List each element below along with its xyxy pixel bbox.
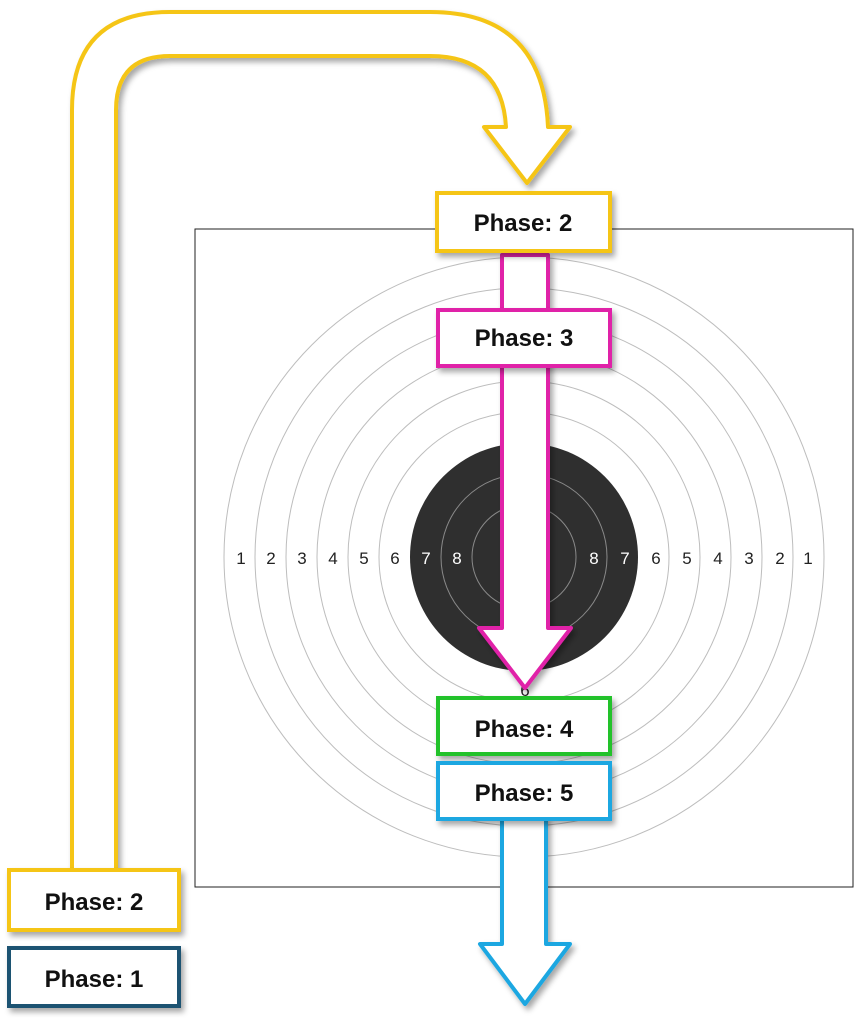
ring-numbers: 1 2 3 4 5 6 7 8 8 7 6 5 4 3 2 1 6 (236, 549, 812, 700)
phase3-box: Phase: 3 (436, 308, 612, 368)
phase1-label: Phase: 1 (45, 966, 144, 993)
ring-number-left: 1 (236, 549, 245, 568)
ring-number-right: 8 (589, 549, 598, 568)
ring-number-right: 2 (775, 549, 784, 568)
phase2-bottom-label: Phase: 2 (45, 889, 144, 916)
ring-number-right: 1 (803, 549, 812, 568)
phase5-box: Phase: 5 (436, 761, 612, 821)
phase4-label: Phase: 4 (475, 716, 574, 743)
ring-number-right: 5 (682, 549, 691, 568)
ring-number-right: 7 (620, 549, 629, 568)
ring-number-left: 4 (328, 549, 337, 568)
ring-number-right: 4 (713, 549, 722, 568)
ring-number-left: 2 (266, 549, 275, 568)
ring-number-left: 7 (421, 549, 430, 568)
ring-number-left: 6 (390, 549, 399, 568)
ring-number-right: 3 (744, 549, 753, 568)
phase2-top-box: Phase: 2 (435, 191, 612, 253)
phase5-down-arrow (478, 816, 572, 1006)
phase2-top-label: Phase: 2 (474, 210, 573, 237)
ring-number-bottom: 6 (520, 681, 529, 700)
ring-number-left: 8 (452, 549, 461, 568)
ring-number-left: 5 (359, 549, 368, 568)
phase2-curved-arrow (70, 10, 572, 872)
phase3-label: Phase: 3 (475, 325, 574, 352)
phase4-box: Phase: 4 (436, 696, 612, 756)
ring-number-left: 3 (297, 549, 306, 568)
phase2-bottom-box: Phase: 2 (7, 868, 181, 932)
phase1-box: Phase: 1 (7, 946, 181, 1008)
ring-number-right: 6 (651, 549, 660, 568)
phase5-label: Phase: 5 (475, 780, 574, 807)
